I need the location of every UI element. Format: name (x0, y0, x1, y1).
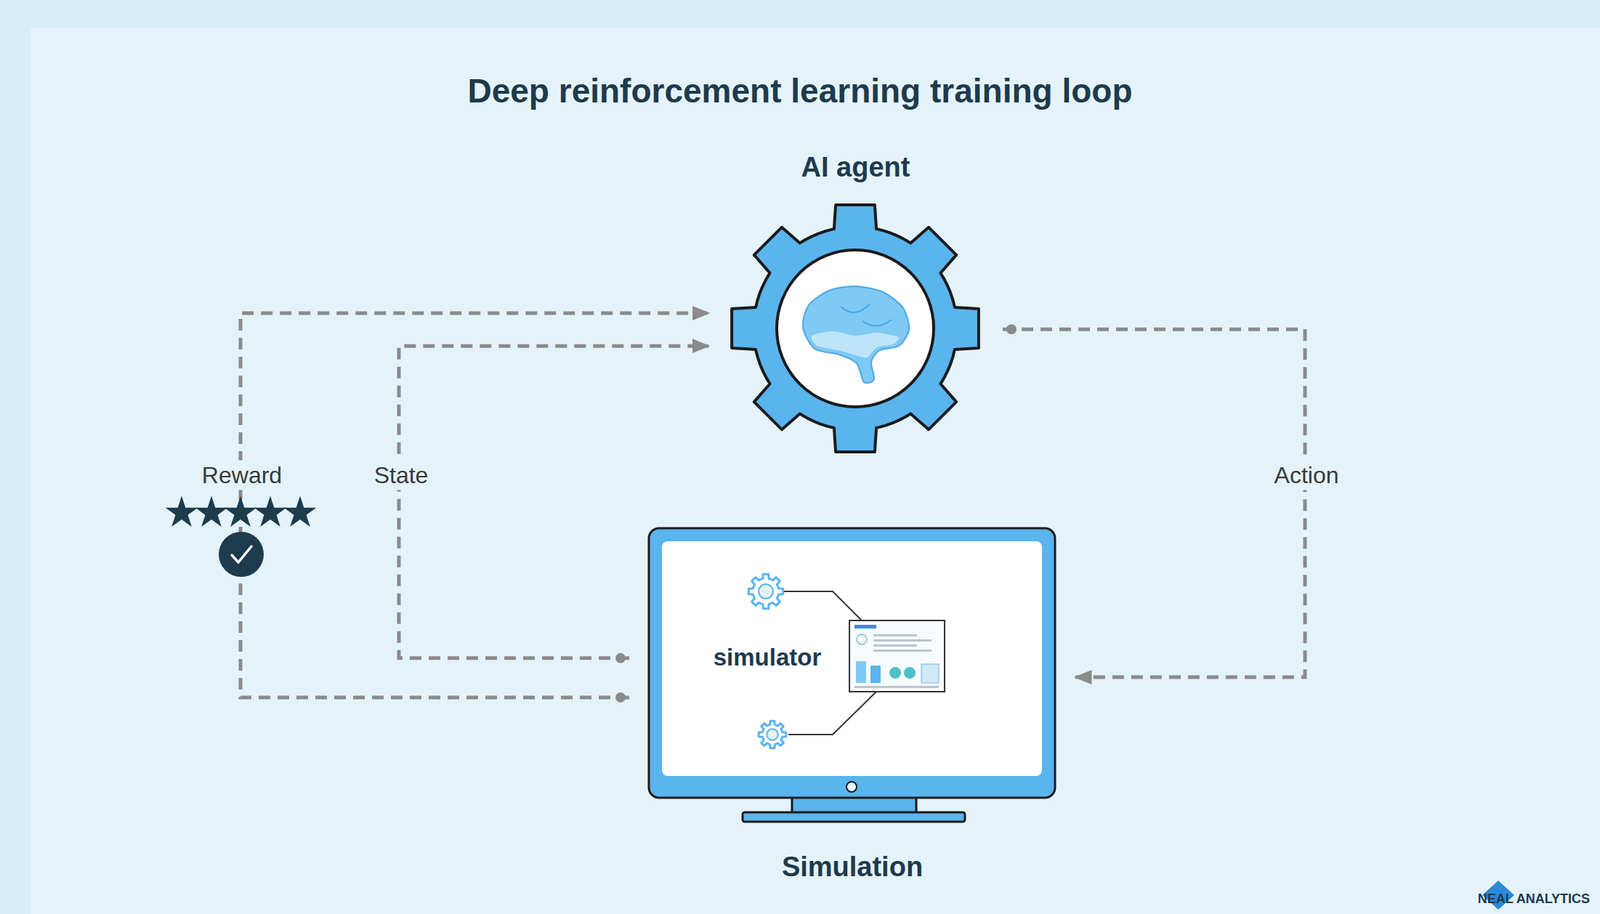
star-icon (224, 495, 258, 527)
reward-stars (165, 495, 317, 527)
star-icon (165, 495, 199, 527)
brain-icon (802, 286, 909, 383)
small-gear (758, 720, 787, 749)
gear-icon (731, 204, 979, 452)
power-button (846, 781, 857, 793)
simulator-label: simulator (698, 643, 837, 672)
connector-start-dot (1006, 324, 1017, 335)
star-icon (254, 495, 288, 527)
brain-lobe (810, 331, 899, 358)
small-gear-hub (766, 728, 778, 740)
brain-fold (840, 303, 892, 327)
monitor-icon (648, 528, 1056, 822)
logo-text: NEAL ANALYTICS (1477, 891, 1590, 907)
node-illustration (708, 148, 1003, 458)
sim-wire (788, 691, 877, 735)
connector-start-dot (615, 692, 626, 703)
check-badge (218, 531, 264, 577)
star-icon (284, 495, 317, 527)
connector-label: State (368, 460, 435, 491)
connector-label: Action (1268, 460, 1345, 491)
diagram-title: Deep reinforcement learning training loo… (0, 71, 1600, 111)
monitor-bezel (648, 528, 1056, 798)
agent-heading: AI agent (708, 151, 1003, 184)
small-gear-hub (758, 584, 774, 599)
gear-hole (776, 249, 934, 407)
simulation-heading: Simulation (629, 851, 1076, 884)
connector-label: Reward (196, 460, 288, 491)
node-illustration (629, 523, 1076, 891)
monitor-base (742, 812, 965, 822)
simulation-monitor: simulatorSimulation (629, 523, 1076, 891)
agent-gear: AI agent (708, 148, 1003, 458)
star-icon (195, 495, 229, 527)
connector-start-dot (615, 653, 626, 664)
reward-connector (240, 313, 709, 698)
small-gear (748, 574, 783, 609)
gear-body (731, 204, 979, 452)
monitor-screen (661, 541, 1042, 777)
screenshot-thumbnail (849, 620, 945, 692)
